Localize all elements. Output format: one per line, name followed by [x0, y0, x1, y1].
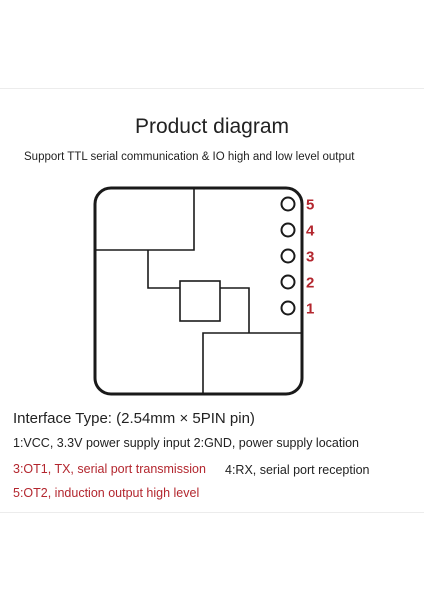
pin-hole-3 — [280, 248, 296, 264]
module-diagram: 5 4 3 2 1 — [93, 186, 315, 396]
interface-type: Interface Type: (2.54mm × 5PIN pin) — [13, 410, 255, 427]
pin-hole-2 — [280, 274, 296, 290]
pin-hole-1 — [280, 300, 296, 316]
pin-label-3: 3 — [306, 249, 314, 266]
trace-right — [220, 287, 250, 333]
bottom-divider — [0, 512, 424, 513]
pin-desc-1-2: 1:VCC, 3.3V power supply input 2:GND, po… — [13, 436, 360, 450]
pin-label-5: 5 — [306, 197, 314, 214]
center-chip — [179, 280, 221, 322]
pin-label-1: 1 — [306, 301, 314, 318]
top-divider — [0, 88, 424, 89]
pin-labels: 5 4 3 2 1 — [306, 197, 315, 318]
page-subtitle: Support TTL serial communication & IO hi… — [24, 151, 355, 163]
pin-label-2: 2 — [306, 275, 314, 292]
pin-holes — [280, 196, 296, 316]
pin-hole-5 — [280, 196, 296, 212]
pin-hole-4 — [280, 222, 296, 238]
page-title: Product diagram — [134, 115, 290, 138]
bottom-right-block — [202, 332, 302, 394]
top-left-block — [95, 187, 195, 251]
pin-desc-5: 5:OT2, induction output high level — [13, 486, 200, 500]
board-outline — [93, 186, 304, 396]
pin-label-4: 4 — [306, 223, 315, 240]
trace-left — [147, 250, 180, 289]
pin-desc-3: 3:OT1, TX, serial port transmission — [13, 462, 206, 476]
pin-desc-4: 4:RX, serial port reception — [225, 463, 370, 477]
